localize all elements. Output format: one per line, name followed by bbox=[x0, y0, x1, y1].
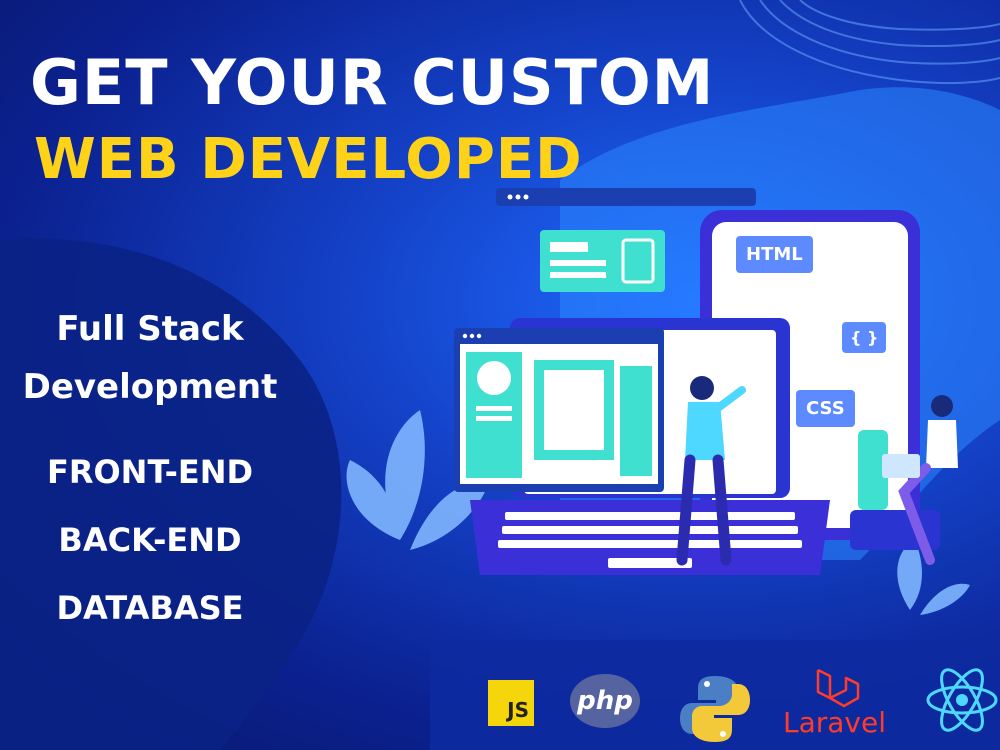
react-logo-icon bbox=[926, 668, 998, 732]
laravel-icon bbox=[816, 668, 860, 708]
service-database: DATABASE bbox=[56, 589, 244, 627]
headline-line-2: WEB DEVELOPED bbox=[34, 127, 583, 192]
css-tag: CSS bbox=[796, 390, 855, 427]
code-tag: </> bbox=[706, 364, 746, 389]
dev-illustration bbox=[346, 188, 970, 615]
html-tag: HTML bbox=[736, 236, 813, 273]
plant-right bbox=[897, 540, 970, 615]
python-logo-icon bbox=[680, 676, 750, 742]
braces-tag: { } bbox=[842, 322, 887, 353]
services-title-line-1: Full Stack bbox=[56, 309, 244, 349]
service-back-end: BACK-END bbox=[58, 521, 242, 559]
javascript-logo: JS bbox=[488, 680, 534, 726]
headline-line-1: GET YOUR CUSTOM bbox=[30, 46, 715, 119]
service-front-end: FRONT-END bbox=[46, 453, 254, 491]
laravel-logo-text: Laravel bbox=[783, 706, 887, 739]
services-title-line-2: Development bbox=[22, 367, 278, 407]
plant-left bbox=[346, 410, 490, 550]
php-logo: php bbox=[570, 674, 640, 728]
